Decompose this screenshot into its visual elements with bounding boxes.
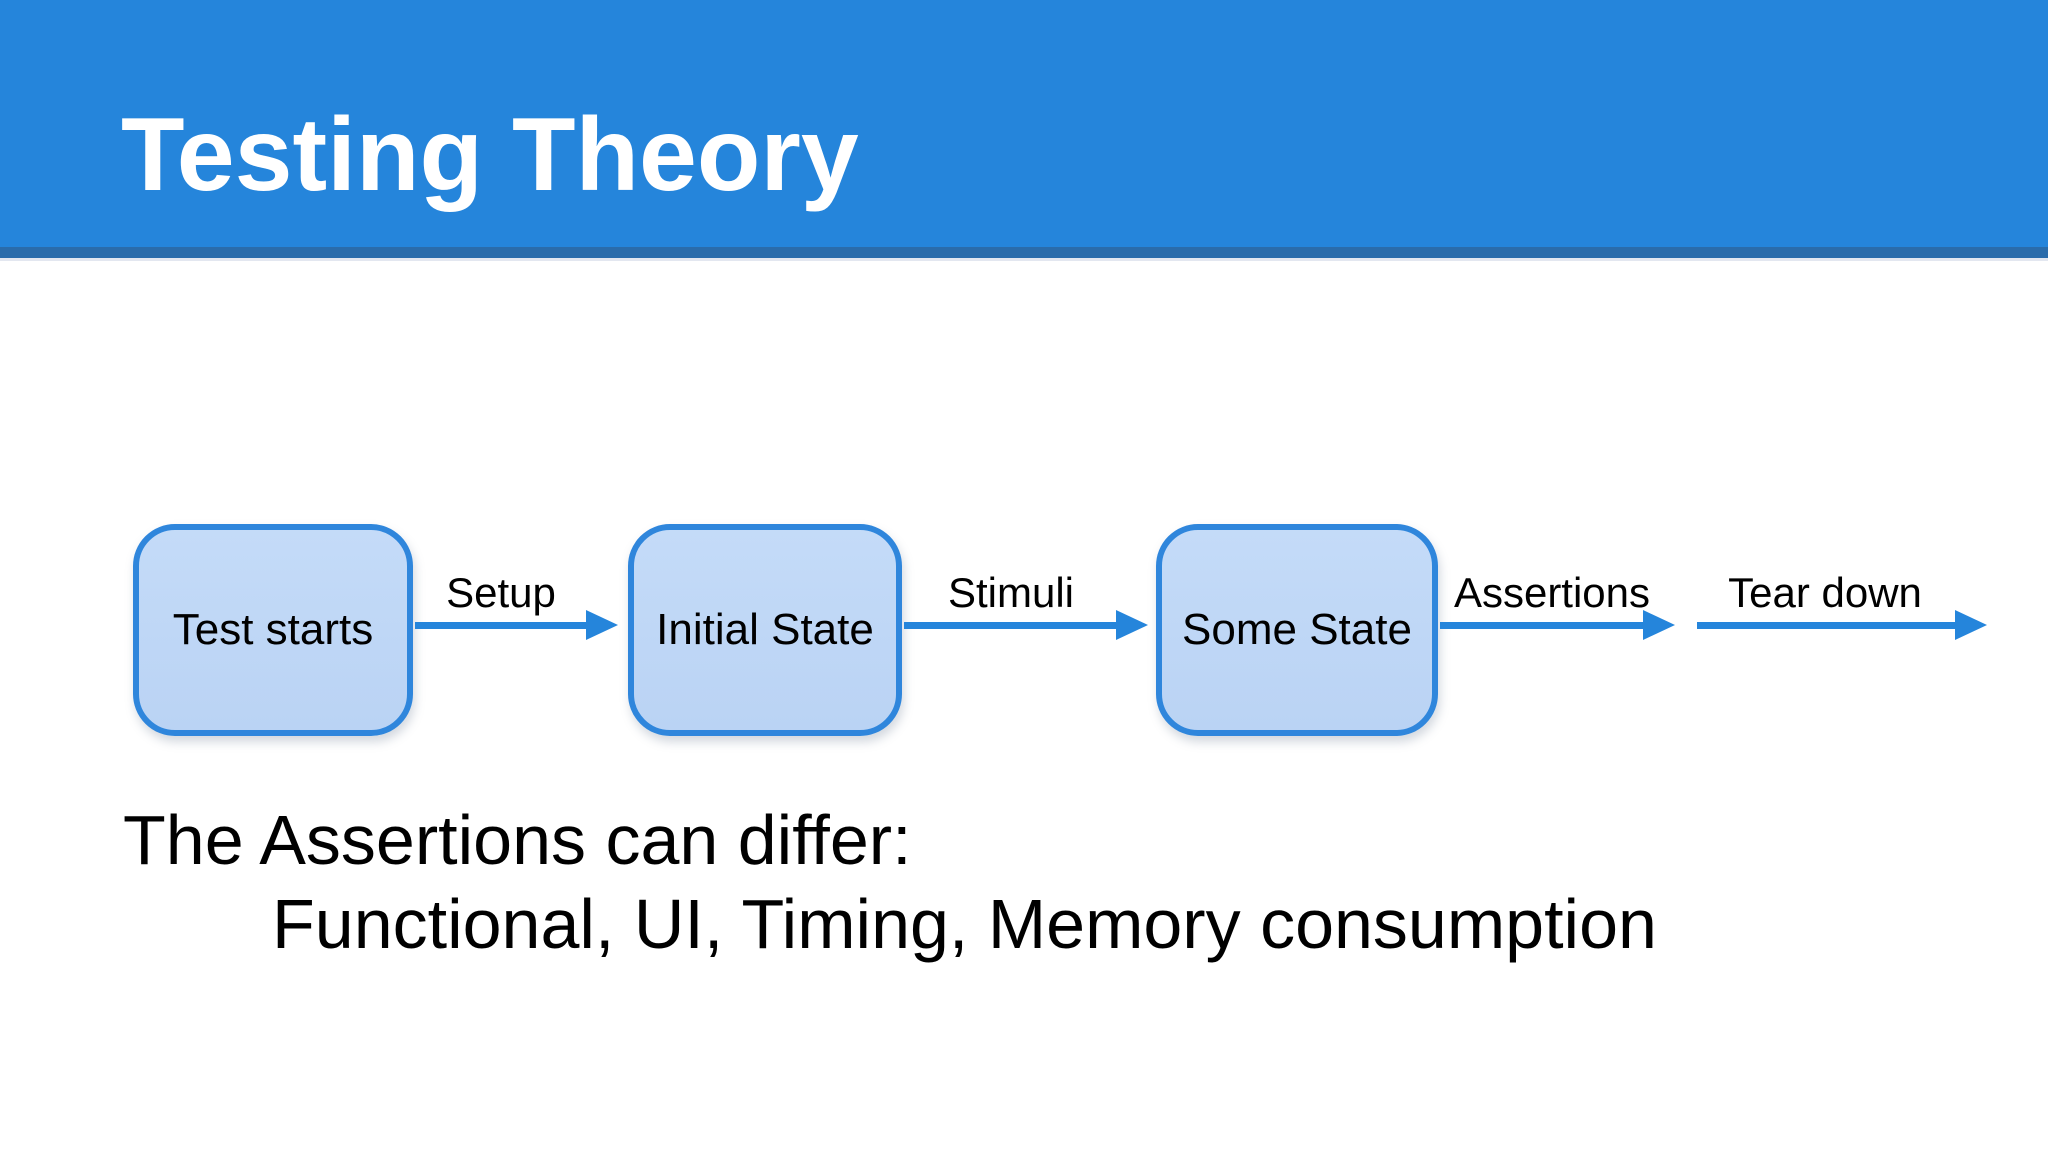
- arrow-line-setup: [415, 622, 588, 629]
- arrow-line-teardown: [1697, 622, 1955, 629]
- flow-node-some-state: Some State: [1156, 524, 1438, 736]
- slide-title: Testing Theory: [121, 97, 859, 213]
- transition-label-tear-down: Tear down: [1728, 569, 1922, 616]
- flow-node-label: Some State: [1182, 605, 1412, 654]
- transition-label-setup: Setup: [446, 569, 556, 616]
- flow-node-initial-state: Initial State: [628, 524, 902, 736]
- flow-node-label: Test starts: [172, 605, 374, 654]
- flow-node-label: Initial State: [656, 605, 874, 654]
- note-assertions-heading: The Assertions can differ:: [123, 801, 912, 879]
- transition-label-assertions: Assertions: [1453, 569, 1651, 616]
- arrow-head-icon: [1643, 610, 1675, 640]
- arrow-head-icon: [1116, 610, 1148, 640]
- flow-node-test-starts: Test starts: [133, 524, 413, 736]
- transition-label-stimuli: Stimuli: [947, 569, 1075, 616]
- arrow-line-stimuli: [904, 622, 1116, 629]
- header-accent-stripe: [0, 247, 2048, 258]
- arrow-head-icon: [586, 610, 618, 640]
- header-shadow-line: [0, 258, 2048, 261]
- arrow-line-assertions: [1440, 622, 1643, 629]
- note-assertions-types: Functional, UI, Timing, Memory consumpti…: [272, 885, 1657, 963]
- header-bar: [0, 0, 2048, 247]
- arrow-head-icon: [1955, 610, 1987, 640]
